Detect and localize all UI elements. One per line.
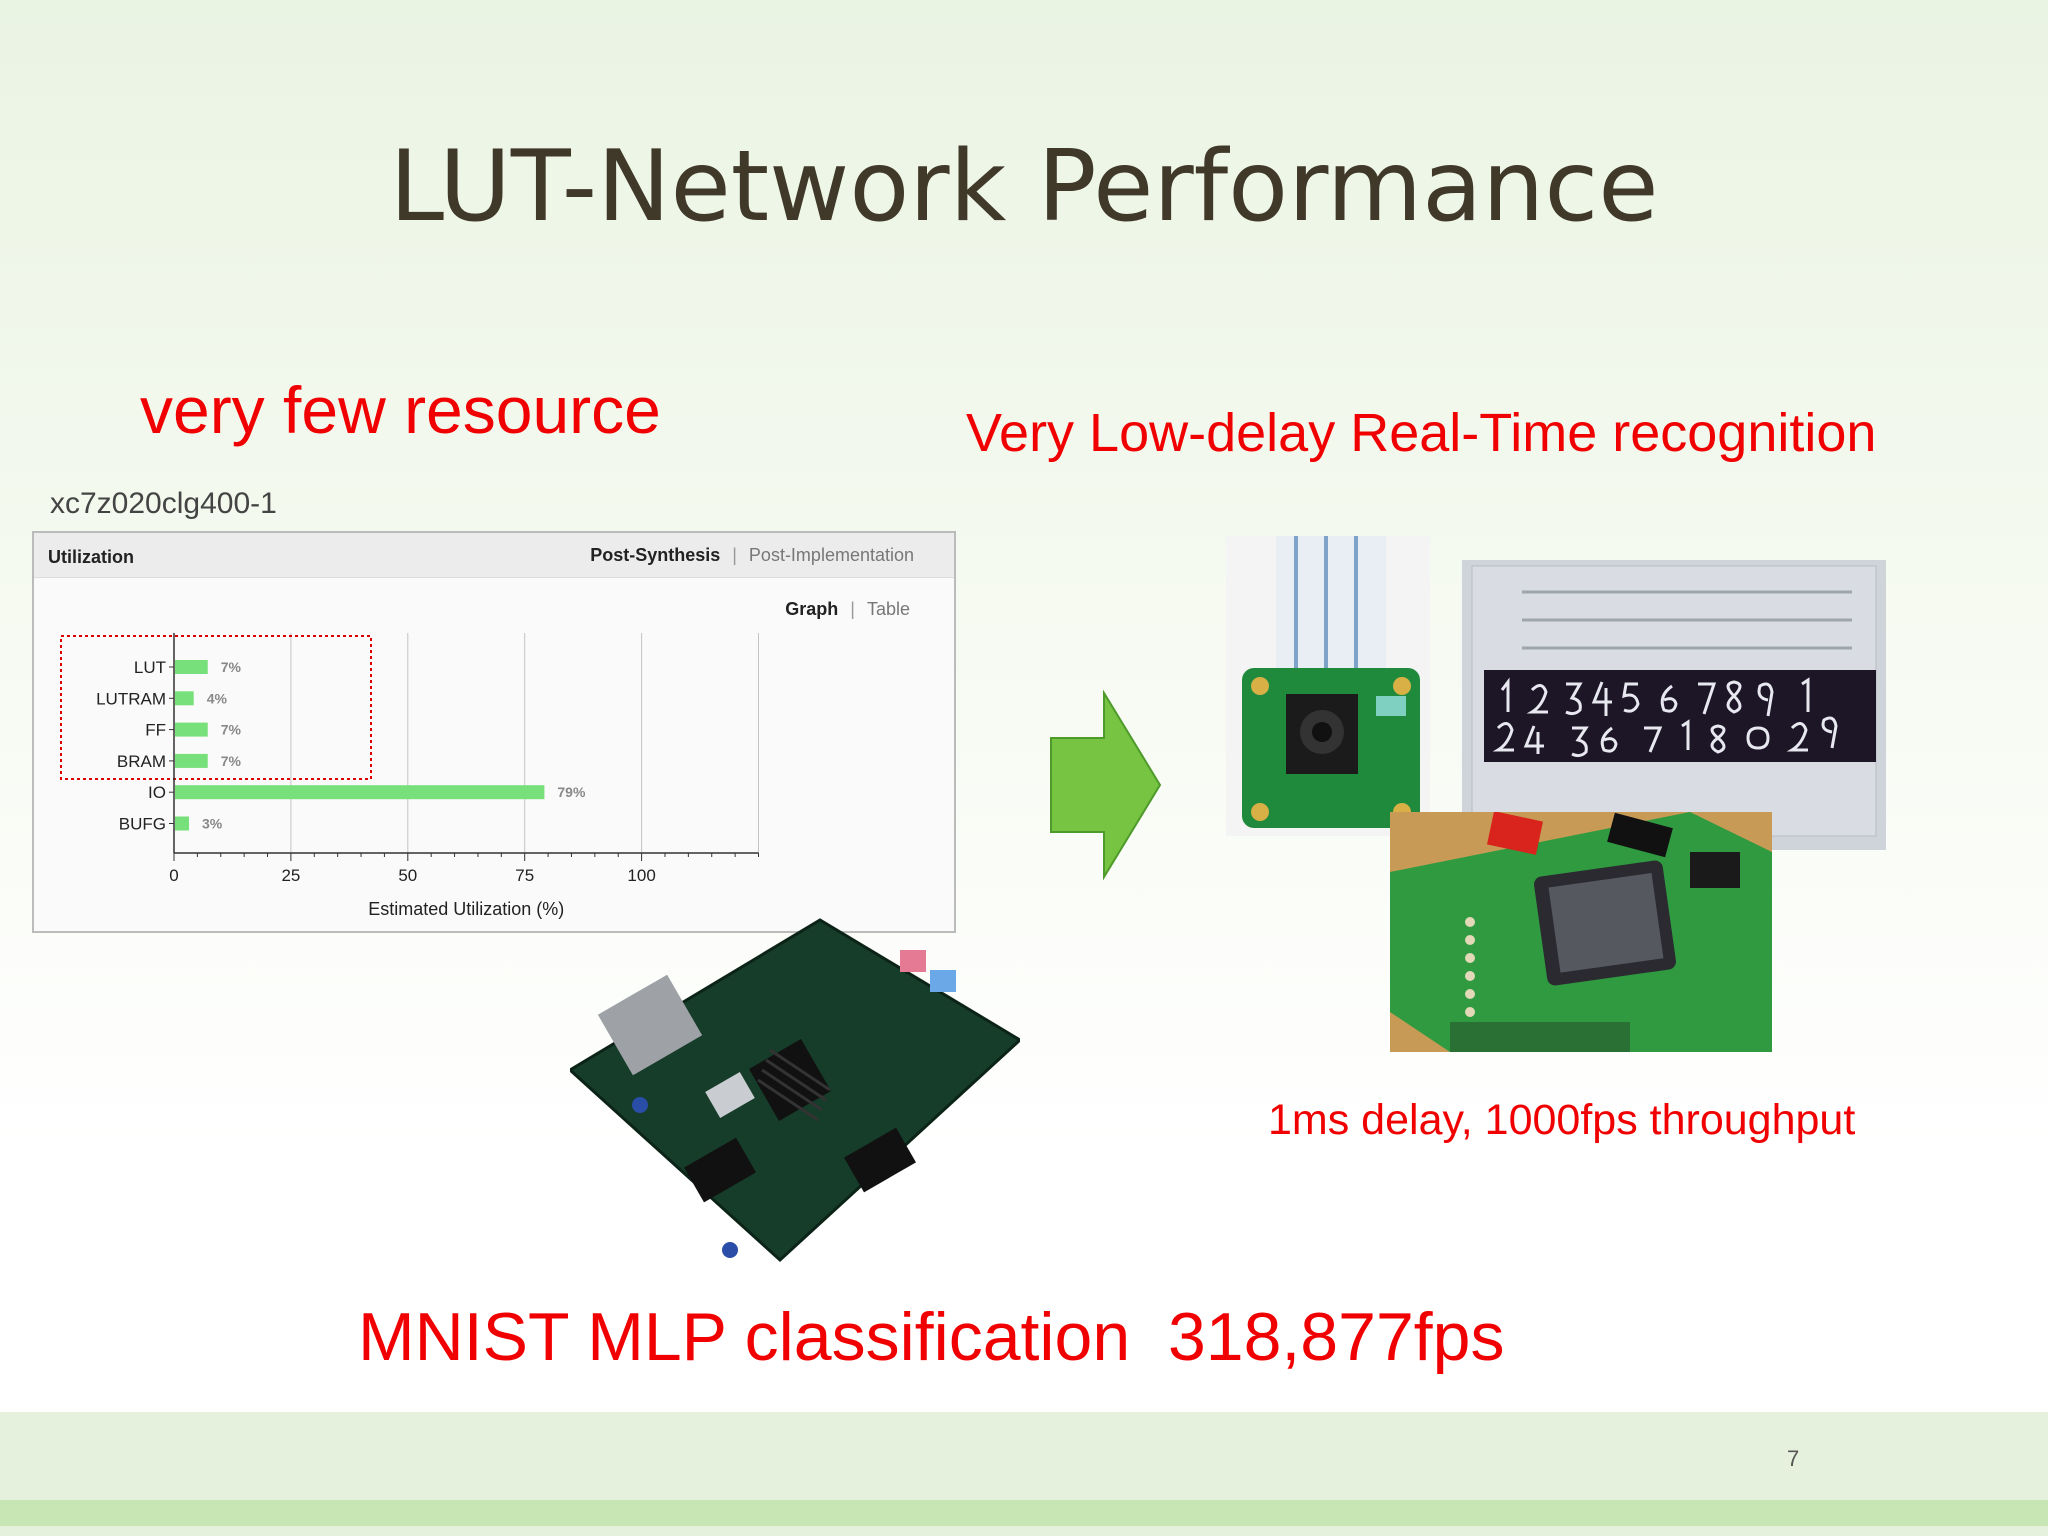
left-heading: very few resource: [140, 373, 661, 447]
bar: [175, 660, 208, 674]
category-label: IO: [148, 783, 166, 802]
x-tick-label: 100: [627, 866, 655, 885]
bar-value-label: 79%: [557, 784, 586, 800]
category-label: BUFG: [119, 815, 166, 834]
bar: [175, 691, 194, 706]
tab-post-synthesis[interactable]: Post-Synthesis: [590, 545, 721, 565]
utilization-header: Utilization Post-Synthesis | Post-Implemen…: [34, 533, 954, 578]
tab-separator: |: [732, 545, 737, 565]
x-axis-label: Estimated Utilization (%): [368, 899, 564, 919]
bar-value-label: 3%: [202, 816, 223, 832]
bar-value-label: 7%: [221, 659, 242, 675]
view-graph[interactable]: Graph: [785, 599, 839, 619]
utilization-title: Utilization: [48, 547, 134, 567]
right-arrow-icon: [1050, 690, 1162, 880]
category-label: BRAM: [117, 752, 166, 771]
right-heading: Very Low-delay Real-Time recognition: [966, 403, 1877, 463]
view-table[interactable]: Table: [866, 599, 910, 619]
x-tick-label: 75: [515, 866, 534, 885]
category-label: LUTRAM: [96, 689, 166, 708]
bar: [175, 816, 190, 831]
x-tick-label: 25: [281, 866, 300, 885]
utilization-panel: Utilization Post-Synthesis | Post-Implemen…: [32, 531, 956, 933]
bar: [175, 722, 208, 737]
fpga-board-image: [570, 918, 1020, 1263]
digits-screen-image: [1462, 560, 1886, 850]
footer-stripe: [0, 1500, 2048, 1526]
category-label: FF: [145, 721, 166, 740]
delay-throughput-text: 1ms delay, 1000fps throughput: [1268, 1096, 1856, 1144]
bar-value-label: 7%: [221, 753, 242, 769]
bar: [175, 785, 545, 800]
slide-title: LUT-Network Performance: [389, 130, 1659, 244]
category-label: LUT: [134, 658, 166, 677]
view-toggle: Graph | Table: [785, 599, 910, 620]
page-number: 7: [1787, 1446, 1800, 1471]
highlight-box: [60, 635, 372, 780]
bar-value-label: 4%: [207, 690, 228, 706]
view-separator: |: [850, 599, 855, 619]
synthesis-tabs: Post-Synthesis | Post-Implementation: [590, 545, 914, 566]
part-number: xc7z020clg400-1: [50, 487, 277, 520]
x-tick-label: 50: [398, 866, 417, 885]
display-board-image: [1390, 812, 1772, 1052]
mnist-fps-text: MNIST MLP classification 318,877fps: [358, 1299, 1505, 1375]
bar: [175, 753, 208, 768]
tab-post-implementation[interactable]: Post-Implementation: [748, 545, 914, 565]
camera-module-image: [1226, 536, 1430, 836]
bar-value-label: 7%: [221, 722, 242, 738]
x-tick-label: 0: [169, 866, 178, 885]
